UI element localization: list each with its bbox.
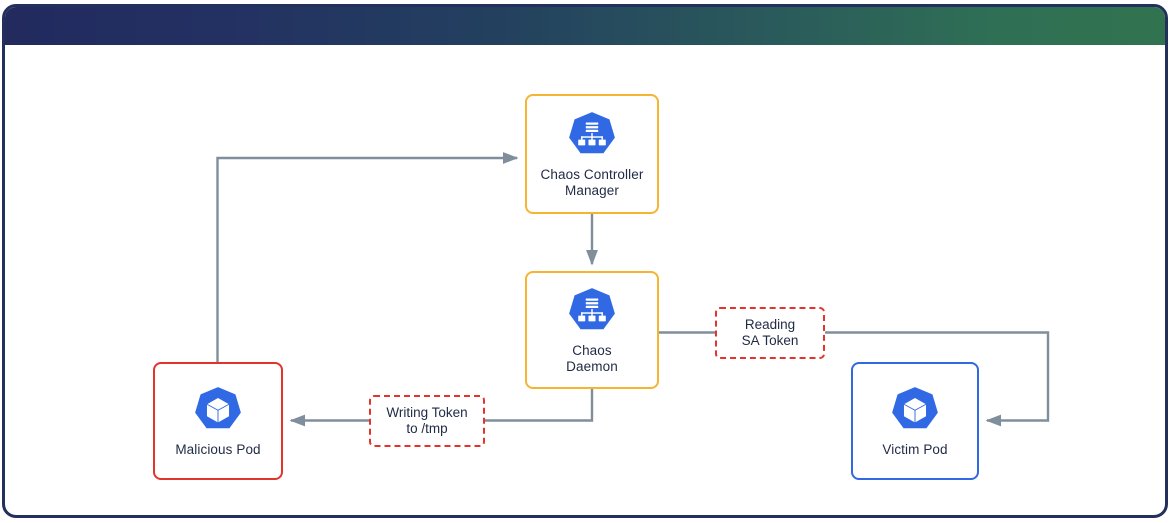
- edge-label-text: Reading SA Token: [741, 316, 799, 349]
- node-malicious-pod[interactable]: Malicious Pod: [153, 362, 283, 480]
- kubernetes-deployment-icon: [569, 112, 615, 154]
- node-chaos-controller-manager[interactable]: Chaos Controller Manager: [525, 94, 659, 214]
- edge-malicious-pod-to-ccm: [216, 152, 519, 362]
- node-label: Victim Pod: [882, 442, 948, 457]
- diagram-canvas[interactable]: Chaos Controller Manager: [5, 45, 1165, 515]
- edge-label-reading-sa-token[interactable]: Reading SA Token: [715, 307, 825, 359]
- node-label: Malicious Pod: [175, 442, 261, 457]
- edge-label-writing-token-to-tmp[interactable]: Writing Token to /tmp: [369, 395, 485, 447]
- title-bar: [5, 7, 1165, 45]
- edge-label-text: Writing Token to /tmp: [386, 404, 468, 437]
- node-label: Chaos Controller Manager: [540, 167, 644, 198]
- node-chaos-daemon[interactable]: Chaos Daemon: [525, 271, 659, 389]
- kubernetes-pod-icon: [195, 387, 241, 429]
- node-victim-pod[interactable]: Victim Pod: [851, 362, 979, 480]
- node-label: Chaos Daemon: [566, 343, 618, 374]
- kubernetes-deployment-icon: [569, 288, 615, 330]
- kubernetes-pod-icon: [892, 387, 938, 429]
- edge-daemon-to-writing-label: [485, 389, 594, 422]
- window-frame: Chaos Controller Manager: [2, 4, 1168, 518]
